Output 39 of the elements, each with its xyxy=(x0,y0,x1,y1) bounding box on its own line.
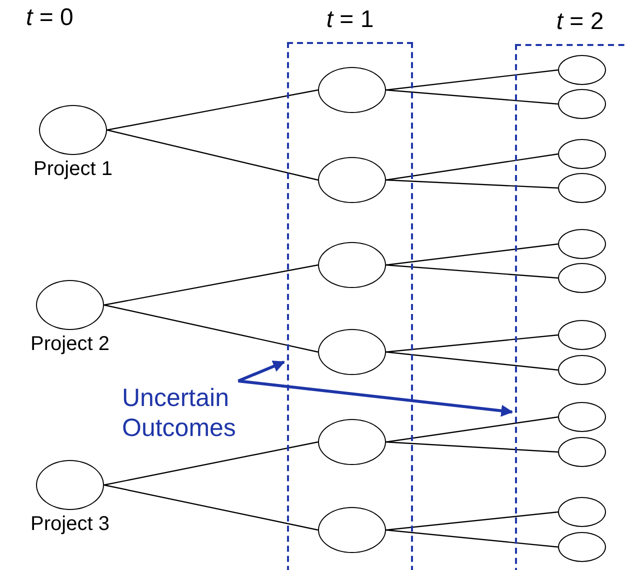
branch-line xyxy=(106,89,318,131)
branch-line xyxy=(386,243,558,266)
branch-line xyxy=(386,264,558,279)
outcome-ellipse xyxy=(558,355,606,385)
branch-line xyxy=(386,89,558,105)
outcome-ellipse xyxy=(558,55,606,85)
outcome-ellipse xyxy=(558,402,606,432)
branch-line xyxy=(104,441,318,486)
branch-line xyxy=(104,264,318,306)
branch-line xyxy=(386,416,558,443)
branch-line xyxy=(386,441,558,453)
annotation-text: Uncertain Outcomes xyxy=(122,383,262,449)
branch-line xyxy=(386,153,558,181)
branch-line xyxy=(386,351,558,371)
arrow xyxy=(238,360,286,382)
project-label: Project 1 xyxy=(34,158,112,181)
branch-line xyxy=(104,304,318,353)
outcome-ellipse xyxy=(558,320,606,350)
outcome-ellipse xyxy=(558,532,606,562)
project-label: Project 2 xyxy=(30,333,110,356)
outcome-ellipse xyxy=(558,173,606,203)
project-label: Project 3 xyxy=(30,513,110,536)
time-period-label: t = 1 xyxy=(325,6,375,34)
branch-line xyxy=(386,179,558,189)
outcome-ellipse xyxy=(558,437,606,467)
outcome-ellipse xyxy=(558,263,606,293)
branch-line xyxy=(104,484,318,531)
outcome-ellipse xyxy=(558,89,606,119)
arrow xyxy=(238,380,514,417)
time-period-label: t = 2 xyxy=(555,8,605,36)
branch-line xyxy=(386,69,558,91)
outcome-ellipse xyxy=(558,229,606,259)
outcome-ellipse xyxy=(558,497,606,527)
branch-line xyxy=(386,334,558,353)
branch-line xyxy=(106,129,318,181)
time-label: t = 0 xyxy=(26,4,74,32)
outcome-ellipse xyxy=(558,139,606,169)
branch-line xyxy=(386,529,558,548)
branch-line xyxy=(386,511,558,531)
